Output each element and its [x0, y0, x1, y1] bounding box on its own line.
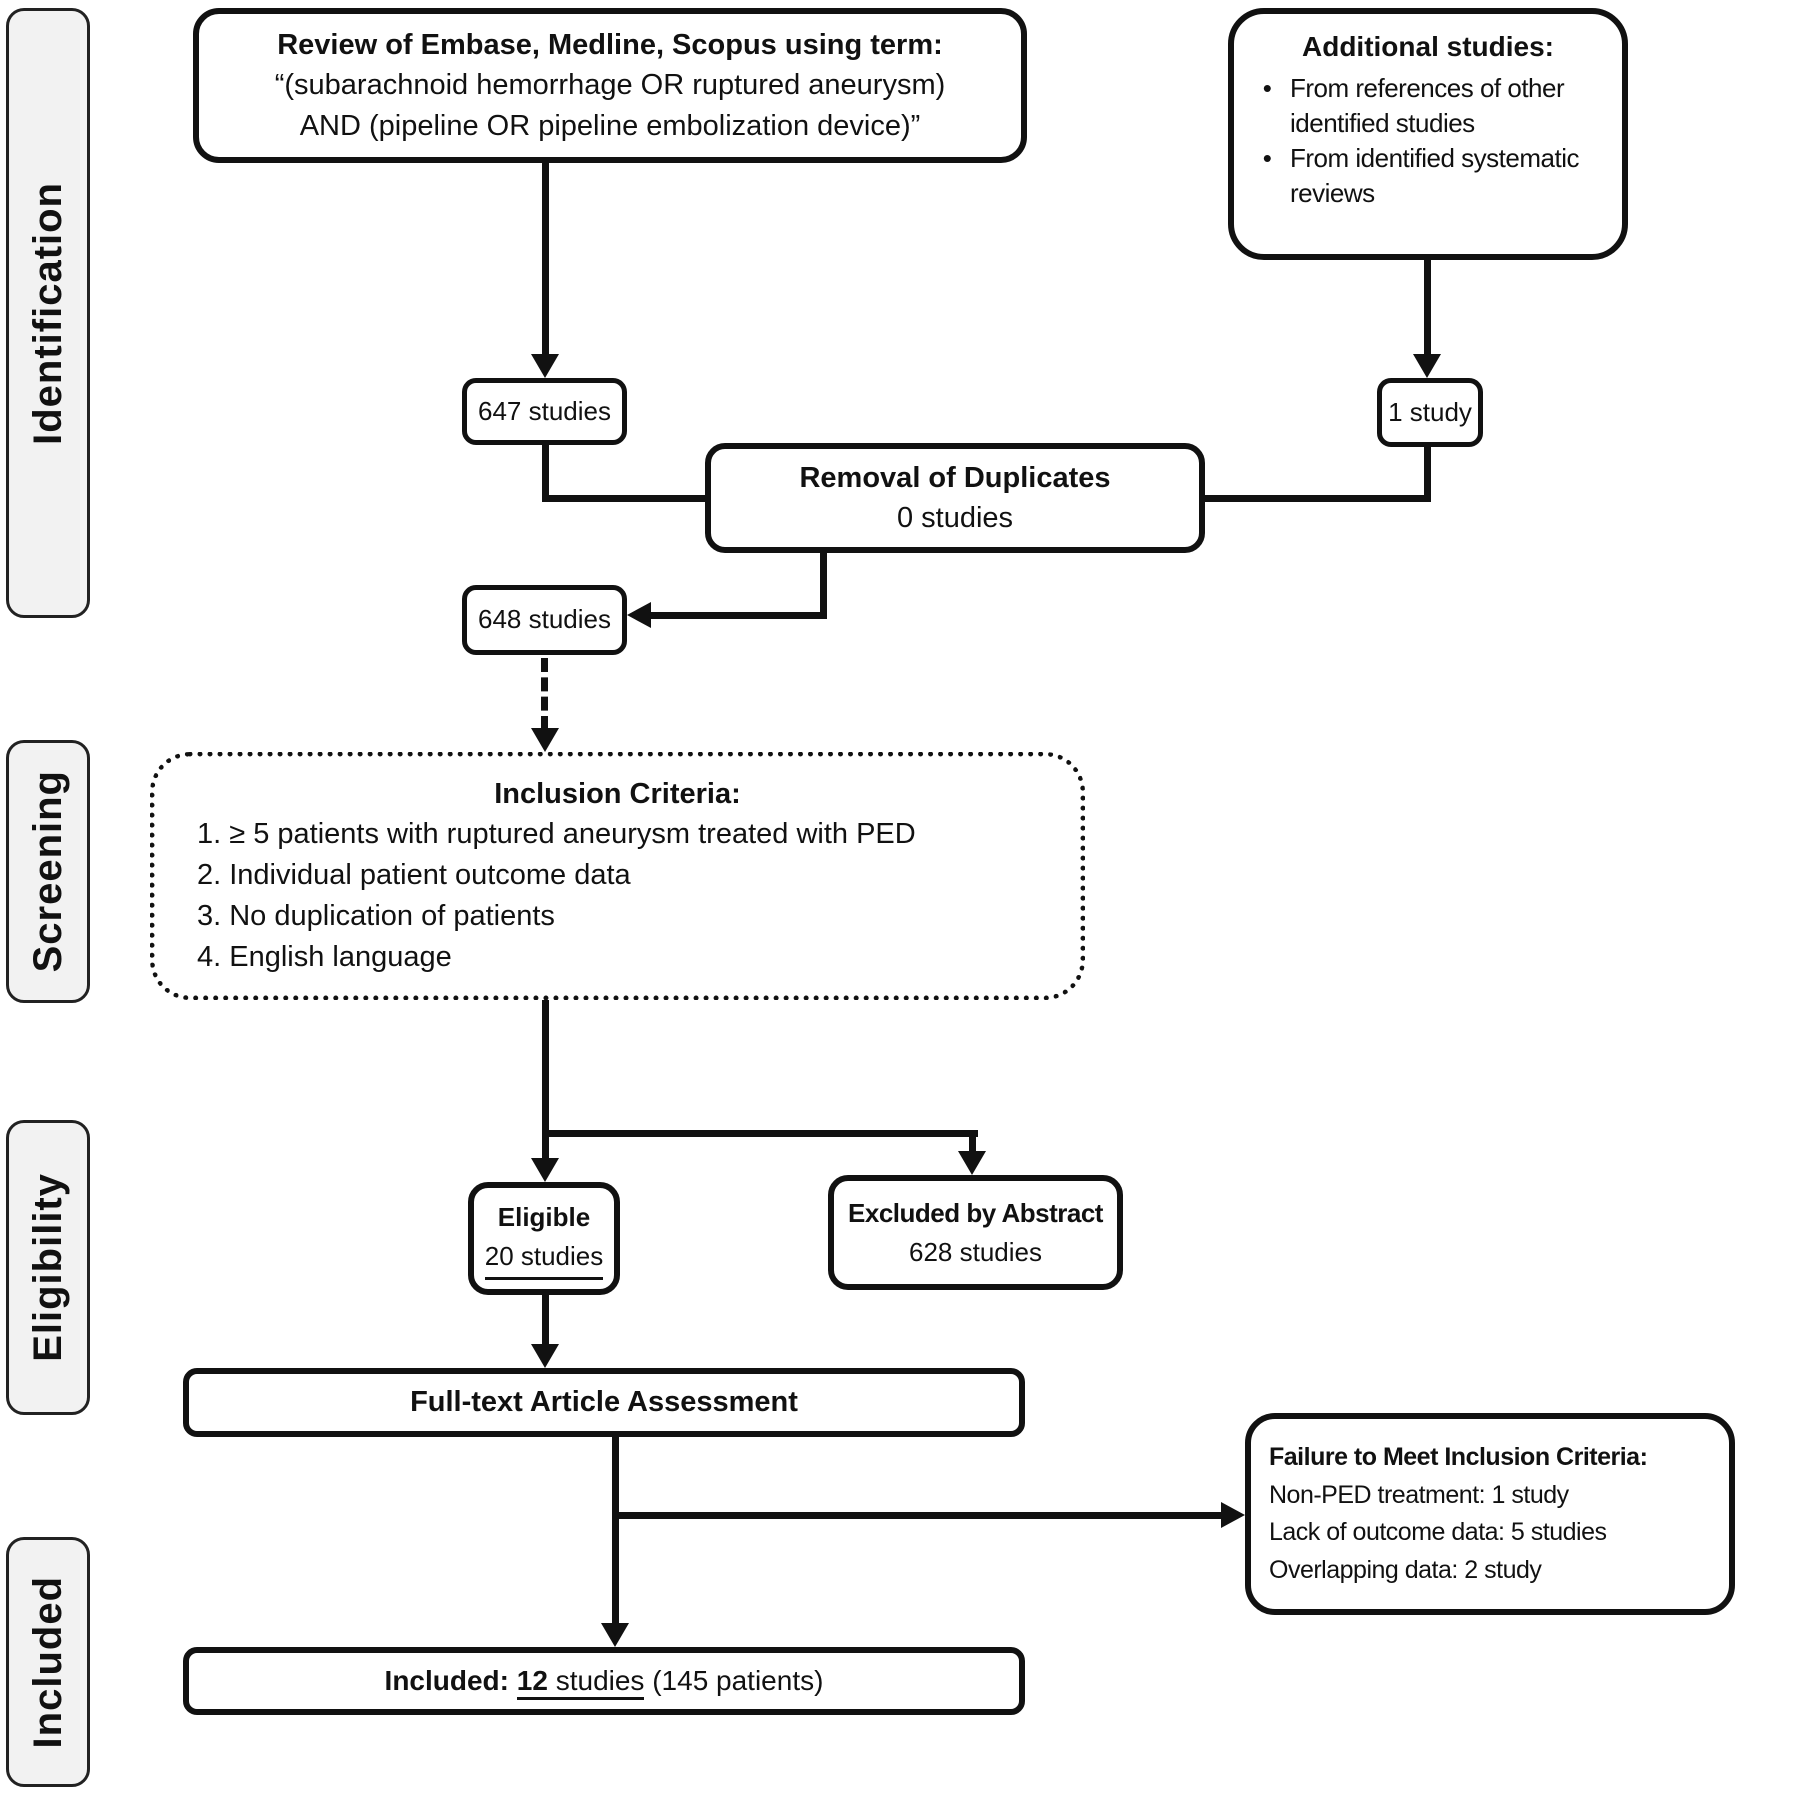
included-patients: (145 patients)	[652, 1664, 824, 1696]
arrowhead-down-icon	[1413, 354, 1441, 378]
list-item: • From identified systematic reviews	[1244, 141, 1612, 211]
connector-removal-to-648	[649, 612, 825, 619]
exclusion-reasons-box: Failure to Meet Inclusion Criteria: Non-…	[1245, 1413, 1735, 1615]
additional-studies-title: Additional studies:	[1302, 31, 1554, 62]
stage-label-text: Eligibility	[25, 1173, 70, 1362]
full-text-assessment-title: Full-text Article Assessment	[410, 1386, 798, 1419]
stage-label-eligibility: Eligibility	[6, 1120, 90, 1415]
additional-studies-box: Additional studies: • From references of…	[1228, 8, 1628, 260]
exclusion-reasons-title: Failure to Meet Inclusion Criteria:	[1269, 1443, 1648, 1471]
connector-branch-to-excluded	[542, 1130, 978, 1137]
full-text-assessment-box: Full-text Article Assessment	[183, 1368, 1025, 1437]
excluded-count: 628 studies	[909, 1236, 1042, 1267]
connector-additional-to-1study	[1424, 256, 1431, 356]
excluded-title: Excluded by Abstract	[848, 1197, 1103, 1228]
database-results-count: 647 studies	[478, 395, 611, 426]
criterion-item: 3. No duplication of patients	[197, 900, 555, 932]
stage-label-screening: Screening	[6, 740, 90, 1003]
arrowhead-down-icon	[531, 1344, 559, 1368]
search-review-title: Review of Embase, Medline, Scopus using …	[277, 29, 943, 62]
connector-648-to-criteria-dotted	[541, 658, 548, 730]
connector-647-to-removal	[542, 495, 707, 502]
inclusion-criteria-title: Inclusion Criteria:	[494, 777, 741, 810]
database-results-box: 647 studies	[462, 378, 627, 445]
criterion-item: 4. English language	[197, 941, 452, 974]
combined-results-box: 648 studies	[462, 585, 627, 655]
duplicate-removal-box: Removal of Duplicates 0 studies	[705, 443, 1205, 553]
stage-label-included: Included	[6, 1537, 90, 1787]
stage-label-identification: Identification	[6, 8, 90, 618]
arrowhead-down-icon	[958, 1151, 986, 1175]
duplicate-removal-title: Removal of Duplicates	[799, 461, 1111, 494]
bullet-icon: •	[1262, 72, 1272, 103]
additional-studies-list: • From references of other identified st…	[1244, 71, 1612, 211]
criterion-item: 1. ≥ 5 patients with ruptured aneurysm t…	[197, 817, 916, 850]
bullet-text: From identified systematic reviews	[1290, 142, 1579, 208]
combined-results-count: 648 studies	[478, 604, 611, 635]
additional-result-box: 1 study	[1377, 378, 1483, 447]
connector-1study-to-removal	[1205, 495, 1431, 502]
arrowhead-down-icon	[531, 354, 559, 378]
included-box: Included: 12 studies (145 patients)	[183, 1647, 1025, 1715]
inclusion-criteria-box: Inclusion Criteria: 1. ≥ 5 patients with…	[150, 752, 1085, 1000]
exclusion-reason-item: Overlapping data: 2 study	[1269, 1555, 1542, 1584]
connector-1study-down	[1424, 447, 1431, 502]
connector-eligible-to-fulltext	[542, 1295, 549, 1344]
included-summary: Included: 12 studies (145 patients)	[384, 1662, 824, 1701]
exclusion-reason-item: Non-PED treatment: 1 study	[1269, 1480, 1569, 1509]
eligible-count: 20 studies	[484, 1237, 604, 1280]
arrowhead-down-icon	[531, 1158, 559, 1182]
included-count: 12 studies	[516, 1664, 645, 1700]
included-prefix: Included:	[384, 1664, 509, 1696]
arrowhead-down-icon	[601, 1623, 629, 1647]
exclusion-reason-item: Lack of outcome data: 5 studies	[1269, 1518, 1607, 1546]
connector-647-down	[542, 445, 549, 502]
excluded-box: Excluded by Abstract 628 studies	[828, 1175, 1123, 1290]
inclusion-criteria-list: 1. ≥ 5 patients with ruptured aneurysm t…	[155, 814, 1080, 979]
bullet-text: From references of other identified stud…	[1290, 72, 1565, 138]
bullet-icon: •	[1262, 142, 1272, 173]
connector-review-to-647	[542, 160, 549, 356]
list-item: • From references of other identified st…	[1244, 71, 1612, 141]
stage-label-text: Included	[25, 1575, 70, 1749]
duplicate-removal-count: 0 studies	[896, 502, 1014, 534]
criterion-item: 2. Individual patient outcome data	[197, 858, 631, 891]
additional-result-count: 1 study	[1388, 396, 1472, 427]
search-query-line: “(subarachnoid hemorrhage OR ruptured an…	[274, 69, 946, 102]
search-query-line: AND (pipeline OR pipeline embolization d…	[299, 109, 921, 142]
connector-removal-down	[820, 553, 827, 619]
arrowhead-left-icon	[627, 602, 651, 628]
stage-label-text: Identification	[25, 181, 70, 445]
connector-criteria-to-eligible	[542, 1000, 549, 1158]
connector-fulltext-to-included	[612, 1437, 619, 1623]
connector-branch-to-failure	[612, 1512, 1221, 1519]
eligible-box: Eligible 20 studies	[468, 1182, 620, 1295]
arrowhead-down-icon	[531, 728, 559, 752]
arrowhead-right-icon	[1221, 1502, 1245, 1528]
stage-label-text: Screening	[25, 770, 70, 973]
eligible-title: Eligible	[497, 1201, 591, 1232]
connector-branch-excluded-down	[969, 1130, 976, 1153]
search-review-box: Review of Embase, Medline, Scopus using …	[193, 8, 1027, 163]
